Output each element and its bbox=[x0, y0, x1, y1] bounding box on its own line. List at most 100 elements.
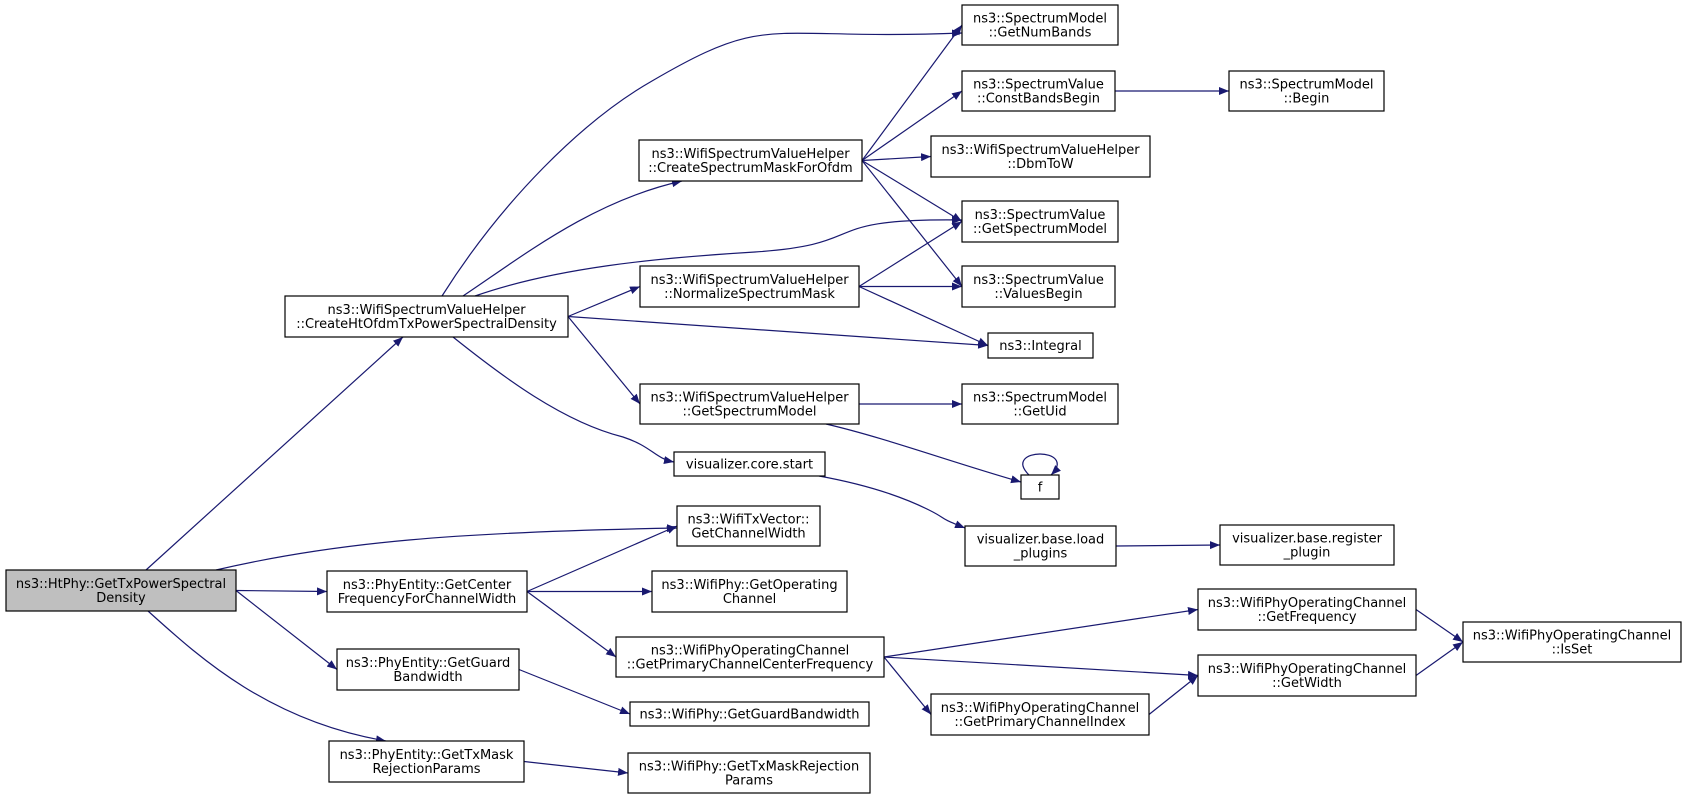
node-label-line: ns3::Integral bbox=[999, 339, 1081, 354]
node-createHt[interactable]: ns3::WifiSpectrumValueHelper::CreateHtOf… bbox=[284, 295, 569, 338]
node-getNumBands[interactable]: ns3::SpectrumModel::GetNumBands bbox=[961, 4, 1119, 46]
node-label-line: ns3::WifiPhyOperatingChannel bbox=[1473, 629, 1672, 644]
node-box bbox=[961, 200, 1119, 243]
node-label-line: ns3::WifiTxVector:: bbox=[687, 513, 809, 528]
node-label-line: ns3::SpectrumValue bbox=[973, 273, 1104, 288]
edge-line bbox=[858, 220, 963, 288]
edge-createHt-to-vizStart bbox=[452, 336, 675, 464]
node-label-line: ns3::SpectrumModel bbox=[973, 391, 1107, 406]
node-constBandsBegin[interactable]: ns3::SpectrumValue::ConstBandsBegin bbox=[961, 70, 1116, 112]
node-label-line: visualizer.base.load bbox=[977, 533, 1105, 548]
node-label-line: GetChannelWidth bbox=[691, 527, 805, 542]
node-label-line: Params bbox=[725, 774, 773, 789]
edge-f-to-f bbox=[1022, 453, 1061, 476]
node-getSpectrumModelSV[interactable]: ns3::SpectrumValue::GetSpectrumModel bbox=[961, 200, 1119, 243]
node-label-line: ns3::WifiSpectrumValueHelper bbox=[327, 303, 526, 318]
node-getWidth[interactable]: ns3::WifiPhyOperatingChannel::GetWidth bbox=[1197, 654, 1417, 697]
edge-line bbox=[861, 159, 963, 223]
node-primaryCenter[interactable]: ns3::WifiPhyOperatingChannel::GetPrimary… bbox=[615, 636, 885, 678]
node-normalize[interactable]: ns3::WifiSpectrumValueHelper::NormalizeS… bbox=[639, 265, 860, 308]
node-getCenterFreq[interactable]: ns3::PhyEntity::GetCenterFrequencyForCha… bbox=[326, 570, 528, 613]
edge-primaryCenter-to-getWidth bbox=[883, 656, 1199, 679]
edge-line bbox=[883, 656, 932, 715]
edge-line bbox=[861, 24, 963, 161]
node-label-line: ns3::WifiPhy::GetGuardBandwidth bbox=[639, 708, 859, 723]
node-label-line: ns3::WifiPhyOperatingChannel bbox=[1208, 662, 1407, 677]
edge-createMask-to-dbmToW bbox=[861, 153, 932, 162]
edge-root-to-txVecWidth bbox=[215, 524, 678, 571]
node-label-line: ::CreateHtOfdmTxPowerSpectralDensity bbox=[296, 317, 557, 332]
edge-root-to-getTxMask bbox=[147, 610, 387, 744]
node-createMask[interactable]: ns3::WifiSpectrumValueHelper::CreateSpec… bbox=[638, 139, 863, 182]
edge-line bbox=[147, 610, 387, 744]
node-vizStart[interactable]: visualizer.core.start bbox=[673, 451, 826, 477]
node-label-line: ns3::WifiPhyOperatingChannel bbox=[1208, 596, 1407, 611]
node-getFrequency[interactable]: ns3::WifiPhyOperatingChannel::GetFrequen… bbox=[1197, 588, 1417, 631]
node-box bbox=[639, 383, 860, 425]
edge-line bbox=[567, 316, 641, 405]
edge-line bbox=[818, 475, 966, 529]
node-getUid[interactable]: ns3::SpectrumModel::GetUid bbox=[961, 383, 1119, 425]
edge-line bbox=[235, 590, 338, 670]
edge-line bbox=[474, 215, 963, 297]
node-box bbox=[930, 135, 1151, 178]
node-vizRegister[interactable]: visualizer.base.register_plugin bbox=[1219, 524, 1395, 566]
node-label-line: ::GetNumBands bbox=[989, 26, 1092, 41]
edge-line bbox=[215, 524, 678, 571]
node-wifiGuard[interactable]: ns3::WifiPhy::GetGuardBandwidth bbox=[629, 701, 870, 727]
edge-getSpectrumModelHelper-to-f bbox=[825, 423, 1022, 484]
edge-createHt-to-createMask bbox=[462, 179, 683, 297]
node-smBegin[interactable]: ns3::SpectrumModel::Begin bbox=[1228, 70, 1385, 112]
node-label-line: ns3::WifiSpectrumValueHelper bbox=[941, 143, 1140, 158]
node-txVecWidth[interactable]: ns3::WifiTxVector::GetChannelWidth bbox=[676, 505, 821, 547]
edge-line bbox=[1022, 453, 1061, 476]
edge-line bbox=[567, 315, 989, 349]
node-getSpectrumModelHelper[interactable]: ns3::WifiSpectrumValueHelper::GetSpectru… bbox=[639, 383, 860, 425]
node-label-line: ::NormalizeSpectrumMask bbox=[664, 287, 835, 302]
node-getGuard[interactable]: ns3::PhyEntity::GetGuardBandwidth bbox=[336, 648, 520, 691]
edge-createMask-to-valuesBegin bbox=[861, 160, 963, 287]
node-vizLoad[interactable]: visualizer.base.load_plugins bbox=[964, 525, 1117, 567]
edge-getTxMask-to-wifiTxMask bbox=[523, 760, 629, 776]
edge-vizStart-to-vizLoad bbox=[818, 475, 966, 529]
node-label-line: Channel bbox=[723, 592, 776, 607]
edge-getWidth-to-isSet bbox=[1415, 641, 1464, 676]
node-label-line: ns3::SpectrumValue bbox=[973, 78, 1104, 93]
edge-createMask-to-getSpectrumModelSV bbox=[861, 159, 963, 223]
node-dbmToW[interactable]: ns3::WifiSpectrumValueHelper::DbmToW bbox=[930, 135, 1151, 178]
edge-getCenterFreq-to-txVecWidth bbox=[526, 525, 678, 593]
node-valuesBegin[interactable]: ns3::SpectrumValue::ValuesBegin bbox=[961, 265, 1116, 308]
edge-line bbox=[861, 153, 932, 162]
node-f[interactable]: f bbox=[1020, 474, 1060, 500]
node-isSet[interactable]: ns3::WifiPhyOperatingChannel::IsSet bbox=[1462, 621, 1682, 663]
node-box bbox=[326, 570, 528, 613]
node-label-line: ::GetPrimaryChannelCenterFrequency bbox=[627, 658, 874, 673]
node-label-line: _plugins bbox=[1013, 547, 1068, 562]
edge-line bbox=[526, 525, 678, 593]
node-label-line: ::CreateSpectrumMaskForOfdm bbox=[648, 161, 852, 176]
edge-line bbox=[1115, 541, 1221, 550]
node-box bbox=[1020, 474, 1060, 500]
edge-line bbox=[462, 179, 683, 297]
node-label-line: ::ConstBandsBegin bbox=[977, 92, 1100, 107]
node-label-line: ns3::PhyEntity::GetCenter bbox=[343, 578, 512, 593]
node-label-line: ns3::SpectrumModel bbox=[1239, 78, 1373, 93]
node-box bbox=[638, 139, 863, 182]
edge-root-to-getGuard bbox=[235, 590, 338, 670]
node-box bbox=[961, 70, 1116, 112]
edge-line bbox=[883, 607, 1199, 658]
edge-root-to-createHt bbox=[145, 336, 404, 571]
node-label-line: ns3::WifiSpectrumValueHelper bbox=[650, 391, 849, 406]
node-box bbox=[676, 505, 821, 547]
node-box bbox=[651, 570, 848, 613]
edge-createHt-to-integral bbox=[567, 315, 989, 349]
node-box bbox=[1197, 588, 1417, 631]
node-label-line: ::GetSpectrumModel bbox=[683, 405, 817, 420]
node-primaryIndex[interactable]: ns3::WifiPhyOperatingChannel::GetPrimary… bbox=[930, 693, 1150, 736]
node-label-line: ::Begin bbox=[1284, 92, 1330, 107]
node-integral[interactable]: ns3::Integral bbox=[987, 332, 1094, 359]
